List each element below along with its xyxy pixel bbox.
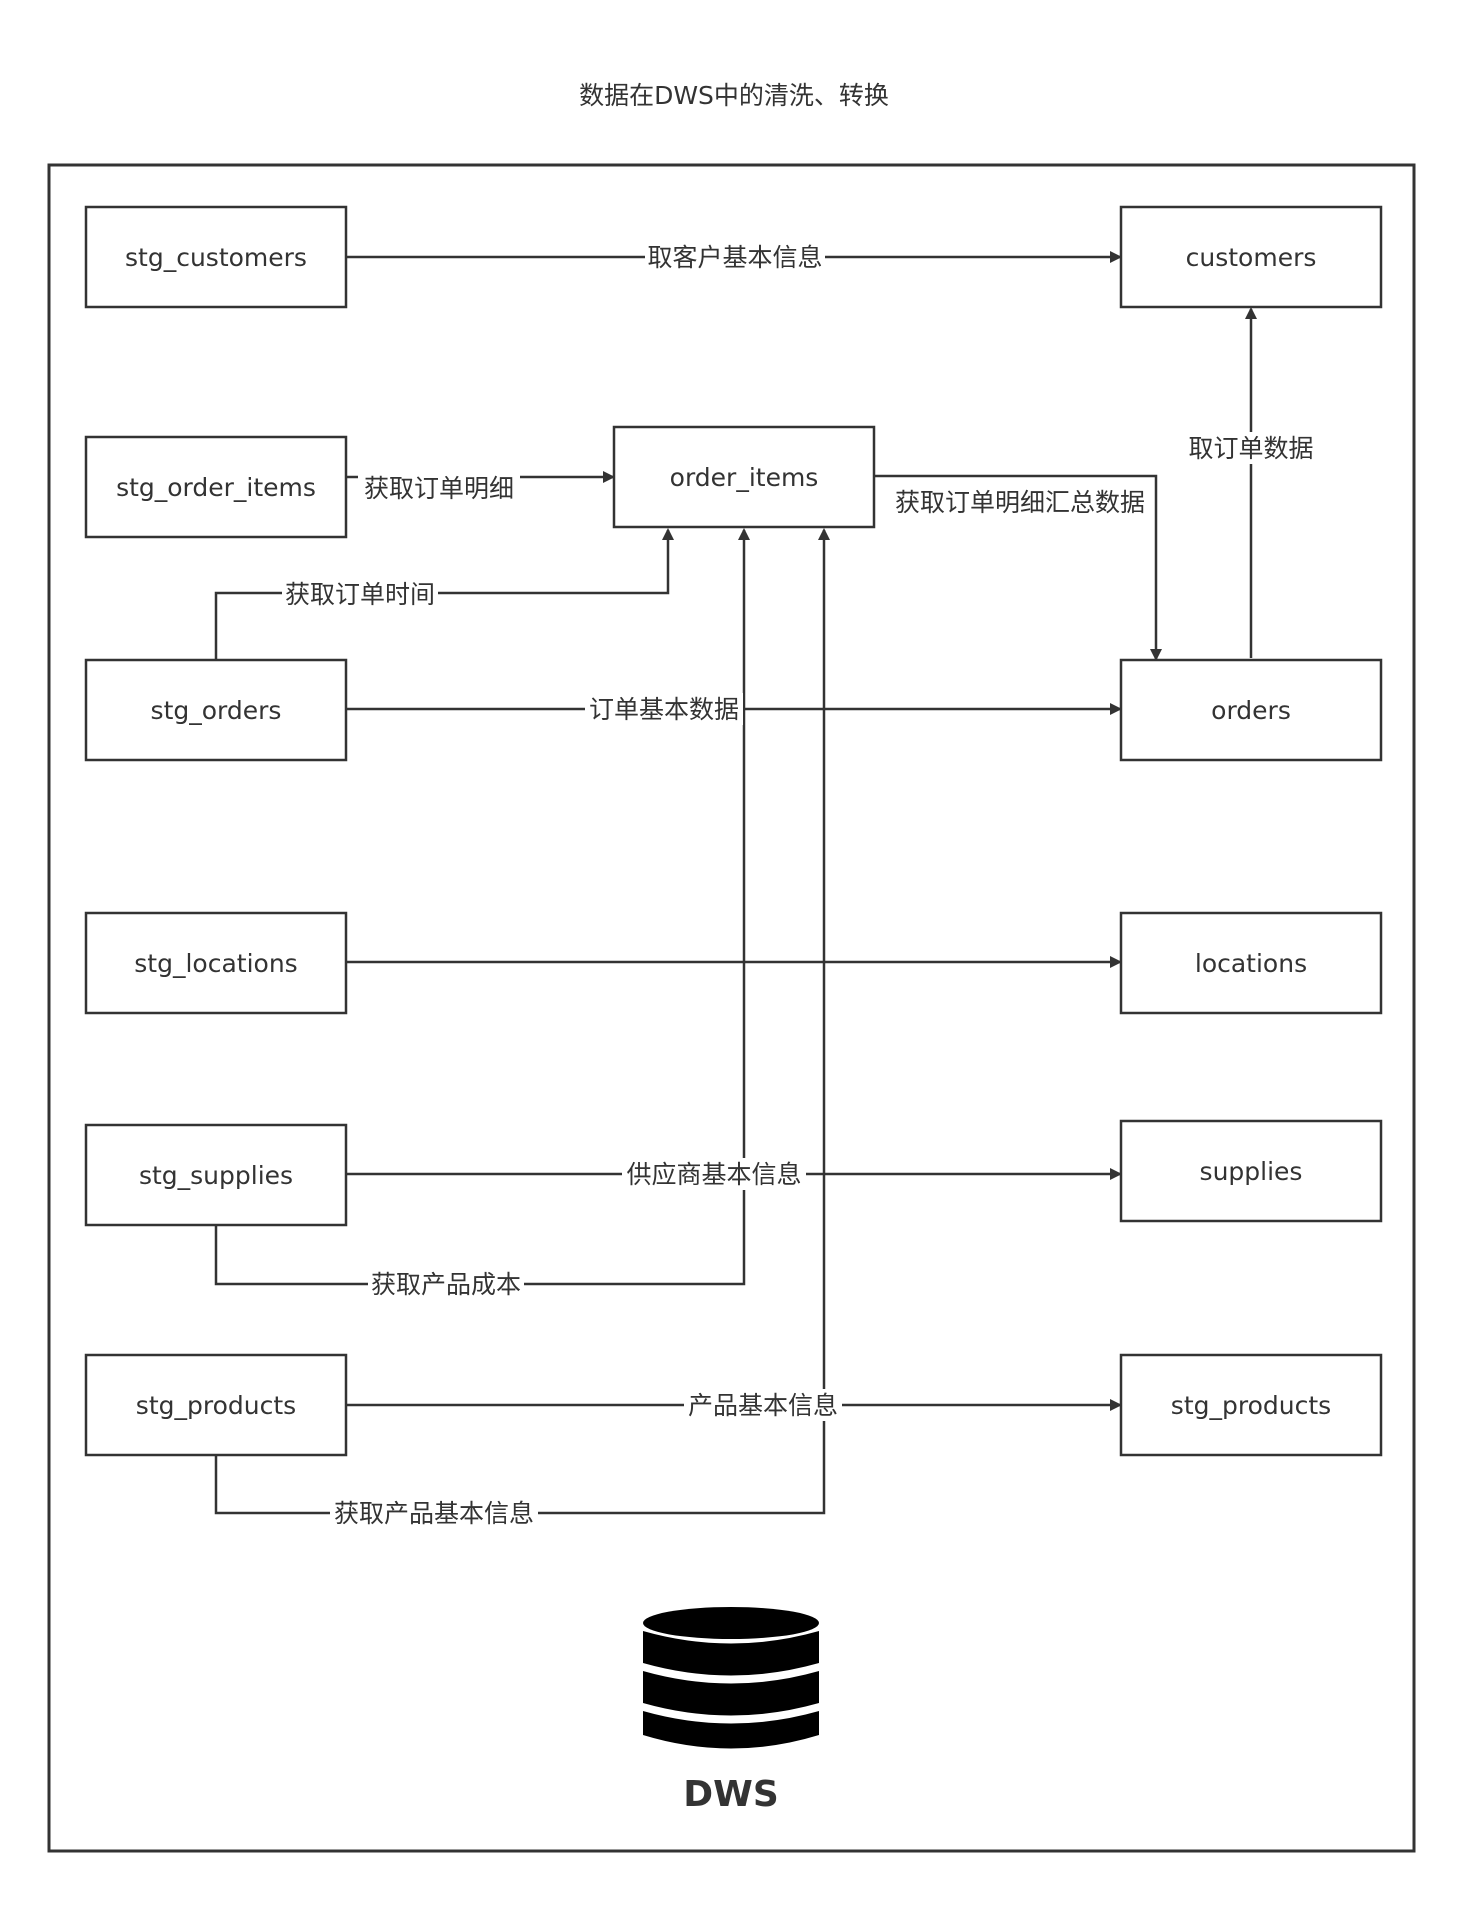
node-label: customers — [1186, 243, 1317, 272]
dws-container — [47, 163, 1416, 1853]
node-customers[interactable]: customers — [1119, 205, 1383, 309]
edge-label-order-data: 取订单数据 — [1188, 434, 1313, 463]
node-supplies[interactable]: supplies — [1119, 1119, 1383, 1223]
node-label: stg_customers — [125, 243, 307, 272]
edge-order-items-to-orders — [874, 474, 1162, 661]
node-stg-products[interactable]: stg_products — [84, 1353, 348, 1457]
node-label: stg_order_items — [116, 473, 316, 502]
edge-label-order-time: 获取订单时间 — [285, 580, 435, 609]
node-label: supplies — [1200, 1157, 1303, 1186]
node-stg-supplies[interactable]: stg_supplies — [84, 1123, 348, 1227]
node-stg-products-target[interactable]: stg_products — [1119, 1353, 1383, 1457]
node-order-items[interactable]: order_items — [612, 425, 876, 529]
node-label: stg_supplies — [139, 1161, 293, 1190]
edge-label-order-items-summary: 获取订单明细汇总数据 — [895, 488, 1145, 517]
node-label: locations — [1195, 949, 1307, 978]
diagram-title: 数据在DWS中的清洗、转换 — [579, 81, 889, 110]
node-label: orders — [1211, 696, 1291, 725]
node-stg-locations[interactable]: stg_locations — [84, 911, 348, 1015]
edge-labels: 取客户基本信息 获取订单明细 获取订单时间 订单基本数据 获取订单明细汇总数据 … — [282, 241, 1317, 1529]
nodes: stg_customers customers stg_order_items … — [84, 205, 1383, 1457]
edge-label-customers-basic: 取客户基本信息 — [647, 243, 822, 272]
node-orders[interactable]: orders — [1119, 658, 1383, 762]
node-label: stg_products — [136, 1391, 296, 1420]
database-label: DWS — [683, 1774, 779, 1815]
edge-label-product-basic-get: 获取产品基本信息 — [334, 1499, 534, 1528]
node-label: order_items — [670, 463, 819, 492]
edge-label-supplies-basic: 供应商基本信息 — [626, 1160, 801, 1189]
edge-stg-orders-to-order-items — [214, 528, 674, 660]
node-stg-order-items[interactable]: stg_order_items — [84, 435, 348, 539]
node-stg-orders[interactable]: stg_orders — [84, 658, 348, 762]
node-label: stg_locations — [134, 949, 297, 978]
edge-label-product-cost: 获取产品成本 — [371, 1270, 521, 1299]
node-label: stg_products — [1171, 1391, 1331, 1420]
edge-label-order-items-detail: 获取订单明细 — [364, 474, 514, 503]
database-icon — [643, 1607, 819, 1749]
edge-label-product-basic: 产品基本信息 — [688, 1391, 838, 1420]
node-stg-customers[interactable]: stg_customers — [84, 205, 348, 309]
node-locations[interactable]: locations — [1119, 911, 1383, 1015]
edge-label-order-basic: 订单基本数据 — [589, 695, 739, 724]
node-label: stg_orders — [151, 696, 282, 725]
